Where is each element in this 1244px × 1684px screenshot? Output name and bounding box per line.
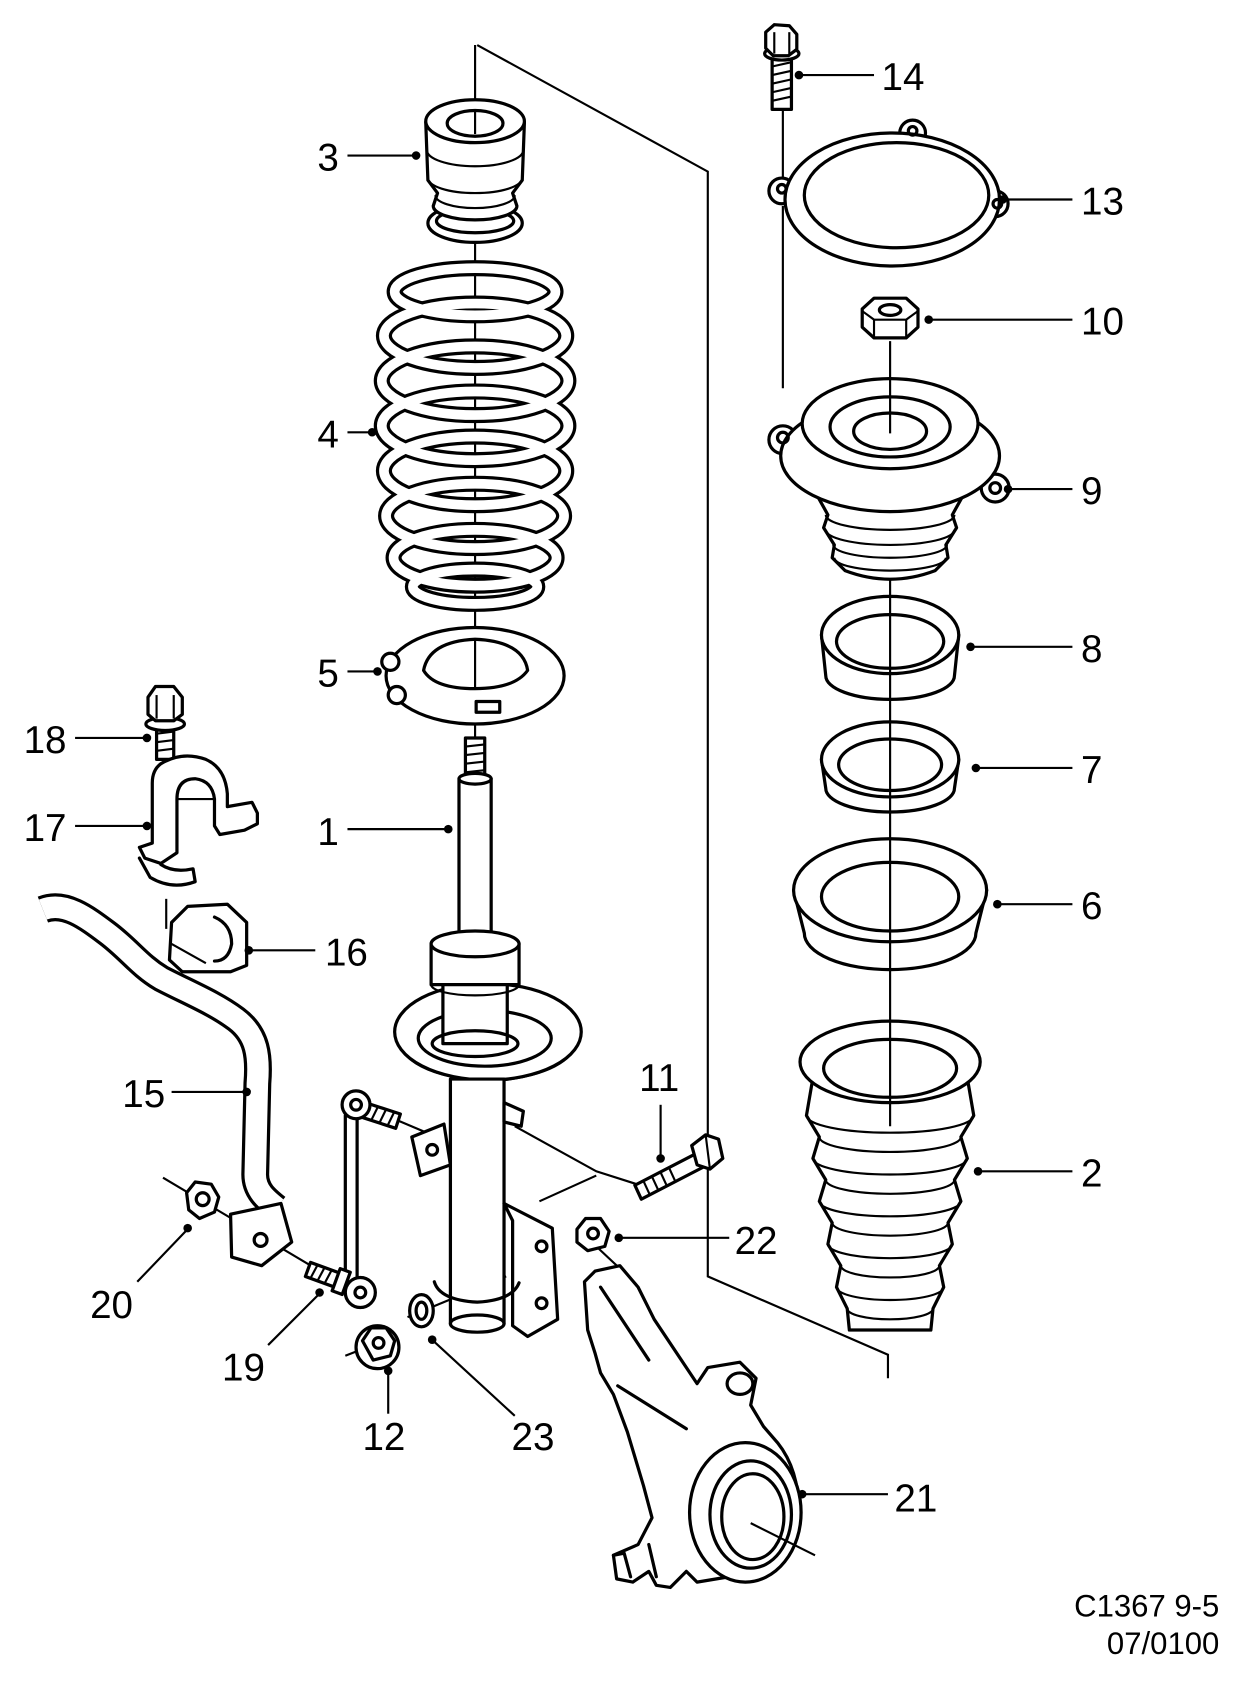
callout-20: 20 (90, 1223, 192, 1327)
callout-label: 17 (24, 807, 67, 850)
callout-label: 5 (317, 652, 338, 695)
callout-21: 21 (797, 1477, 937, 1520)
leader-dot (656, 1154, 665, 1163)
knuckle-nut (575, 1216, 611, 1253)
top-plate (767, 118, 1010, 268)
leader-dot (614, 1233, 624, 1243)
leader-dot (411, 151, 421, 160)
callout-15: 15 (122, 1073, 251, 1116)
steering-knuckle (582, 1264, 816, 1590)
callout-label: 13 (1081, 181, 1124, 224)
leader-dot (383, 1366, 393, 1376)
callout-label: 11 (639, 1057, 679, 1100)
leader-dot (971, 763, 981, 773)
top-mount-bolt (763, 23, 801, 112)
callout-22: 22 (614, 1220, 778, 1263)
callout-2: 2 (973, 1152, 1102, 1195)
callout-17: 17 (24, 807, 152, 850)
callout-label: 22 (735, 1220, 778, 1263)
stabilizer-nut (184, 1180, 221, 1221)
leader-dot (973, 1167, 983, 1176)
leader-dot (797, 1489, 807, 1499)
leader-line (433, 1341, 516, 1417)
callout-3: 3 (317, 137, 421, 180)
leader-dot (142, 821, 152, 831)
callout-9: 9 (1003, 470, 1102, 513)
callout-label: 6 (1081, 885, 1102, 928)
stabilizer-clamp-bracket (137, 754, 259, 887)
callout-11: 11 (639, 1057, 679, 1163)
leader-line (267, 1293, 320, 1346)
callout-13: 13 (998, 181, 1124, 224)
callout-label: 23 (512, 1416, 555, 1459)
leader-dot (315, 1288, 324, 1297)
callout-10: 10 (924, 301, 1124, 344)
callout-5: 5 (317, 652, 382, 695)
leader-dot (183, 1223, 192, 1233)
callout-label: 19 (222, 1346, 265, 1389)
knuckle-bolt (633, 1133, 725, 1201)
callout-1: 1 (317, 811, 453, 854)
callout-18: 18 (24, 719, 152, 762)
callout-label: 15 (122, 1073, 165, 1116)
callout-12: 12 (362, 1366, 405, 1459)
callout-label: 2 (1081, 1152, 1102, 1195)
leader-dot (367, 427, 377, 437)
leader-dot (443, 824, 453, 834)
leader-dot (998, 195, 1007, 204)
callout-label: 7 (1081, 749, 1102, 792)
leader-dot (427, 1335, 437, 1344)
leader-line (136, 1229, 188, 1283)
callout-8: 8 (966, 628, 1102, 671)
callout-label: 18 (24, 719, 67, 762)
leader-dot (373, 667, 382, 676)
callout-label: 16 (325, 931, 368, 974)
leader-dot (242, 1087, 251, 1097)
leader-dot (966, 642, 975, 652)
date-code: 07/0100 (1107, 1626, 1219, 1661)
callout-label: 9 (1081, 470, 1102, 513)
callout-label: 10 (1081, 301, 1124, 344)
callout-label: 4 (317, 413, 338, 456)
leader-dot (993, 899, 1002, 909)
stabilizer-bushing (167, 902, 249, 974)
link-nut (354, 1324, 401, 1371)
strut-nut (860, 296, 920, 340)
callout-label: 3 (317, 137, 338, 180)
callout-19: 19 (222, 1288, 324, 1389)
callout-14: 14 (794, 56, 925, 99)
washer (408, 1293, 435, 1329)
spring-seat-plate (380, 625, 566, 726)
leader-dot (1003, 484, 1013, 494)
callout-16: 16 (244, 931, 368, 974)
callout-label: 14 (882, 56, 925, 99)
drawing-code: C1367 9-5 (1074, 1588, 1219, 1623)
leader-dot (924, 315, 933, 324)
callout-label: 8 (1081, 628, 1102, 671)
shock-absorber-strut (393, 736, 583, 1339)
stabilizer-link (340, 1089, 402, 1310)
leader-dot (244, 946, 254, 955)
callout-7: 7 (971, 749, 1102, 792)
leader-dot (794, 70, 804, 80)
stabilizer-bar (37, 893, 294, 1268)
callout-label: 21 (894, 1477, 937, 1520)
callout-4: 4 (317, 413, 377, 456)
callout-label: 20 (90, 1284, 133, 1327)
callout-label: 1 (317, 811, 338, 854)
leader-dot (142, 733, 152, 743)
bump-stop (424, 98, 527, 245)
clamp-bolt (144, 684, 187, 762)
coil-spring (373, 260, 577, 612)
callout-6: 6 (993, 885, 1102, 928)
dust-boot (798, 1019, 982, 1332)
link-bolt (303, 1260, 352, 1297)
callout-23: 23 (427, 1335, 555, 1459)
callout-label: 12 (362, 1416, 405, 1459)
